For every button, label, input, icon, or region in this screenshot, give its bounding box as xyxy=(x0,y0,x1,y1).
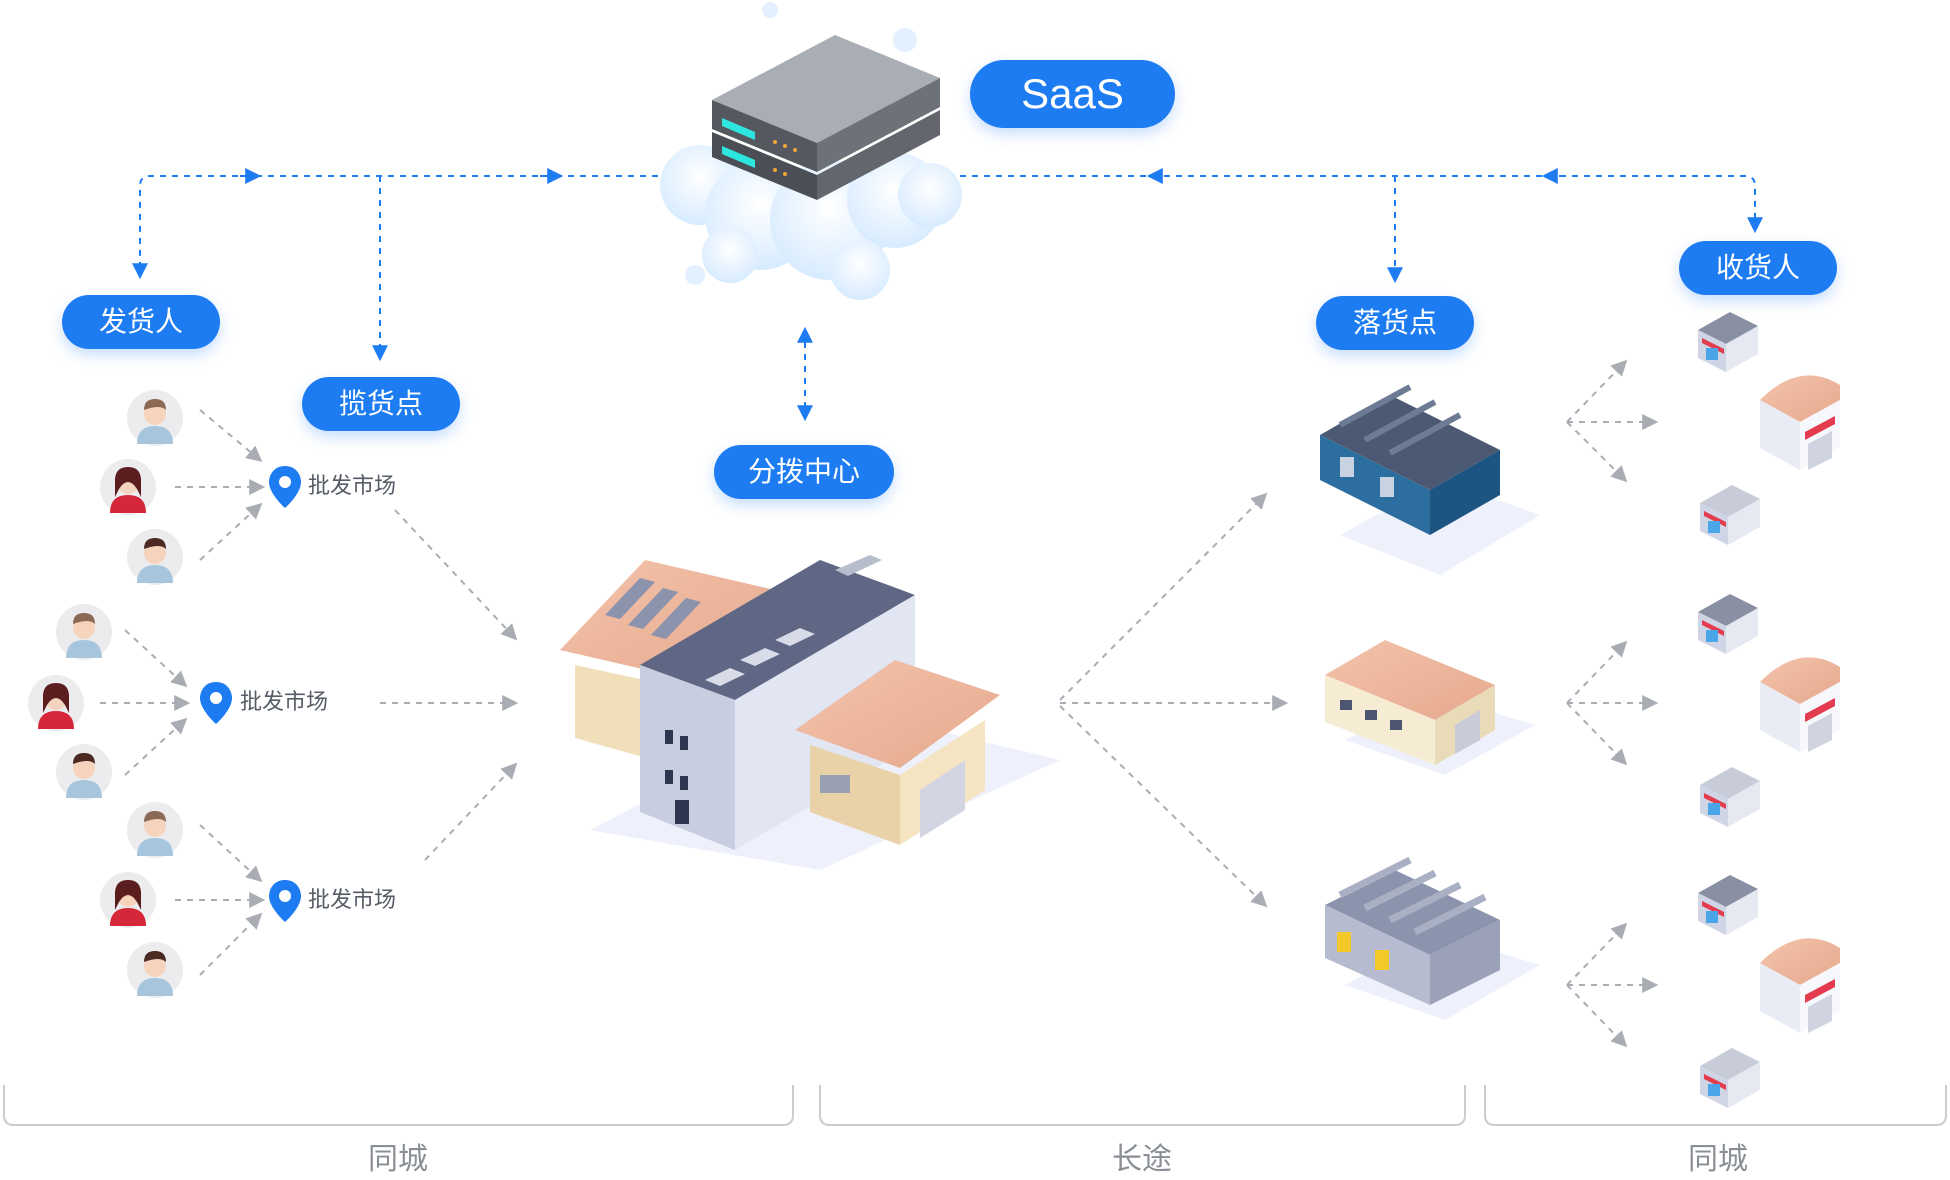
saas-network-lines xyxy=(132,168,1763,422)
shop-icon xyxy=(1760,375,1840,470)
saas-server-icon xyxy=(660,2,962,300)
warehouse-2-icon xyxy=(1325,640,1535,775)
shop-icon xyxy=(1760,657,1840,752)
location-pins xyxy=(200,466,301,922)
person-avatar-icon xyxy=(28,675,84,731)
person-avatar-icon xyxy=(100,872,156,928)
person-avatar-icon xyxy=(56,604,112,660)
location-pin-icon xyxy=(200,682,232,724)
shop-icon xyxy=(1698,594,1758,654)
shop-icon xyxy=(1698,875,1758,935)
location-pin-icon xyxy=(269,466,301,508)
person-avatar-icon xyxy=(127,390,183,446)
region-label-local-right: 同城 xyxy=(1688,1142,1748,1177)
shop-icon xyxy=(1760,938,1840,1033)
pickup-point-label: 揽货点 xyxy=(302,377,460,431)
person-avatar-icon xyxy=(100,459,156,515)
market-label: 批发市场 xyxy=(240,690,329,715)
shop-icon xyxy=(1698,312,1758,372)
person-avatar-icon xyxy=(127,529,183,585)
warehouse-1-icon xyxy=(1320,384,1540,575)
middle-flow-arrows xyxy=(1059,492,1289,908)
shop-icon xyxy=(1700,485,1760,545)
region-label-local-left: 同城 xyxy=(368,1142,428,1177)
person-avatar-icon xyxy=(127,942,183,998)
distribution-center-label: 分拨中心 xyxy=(714,445,894,499)
shipper-label: 发货人 xyxy=(62,295,220,349)
saas-label: SaaS xyxy=(970,60,1175,128)
receiver-shops xyxy=(1698,312,1840,1108)
location-pin-icon xyxy=(269,880,301,922)
warehouse-3-icon xyxy=(1325,856,1540,1020)
region-brackets xyxy=(3,1085,1947,1126)
receiver-label: 收货人 xyxy=(1679,241,1837,295)
right-flow-arrows xyxy=(1566,359,1659,1048)
distribution-center-building-icon xyxy=(560,555,1060,870)
shop-icon xyxy=(1700,1048,1760,1108)
market-label: 批发市场 xyxy=(308,888,397,913)
market-label: 批发市场 xyxy=(308,474,397,499)
person-avatar-icon xyxy=(127,802,183,858)
cloud-icon xyxy=(660,2,962,300)
region-label-long-distance: 长途 xyxy=(1112,1142,1172,1177)
dropoff-point-label: 落货点 xyxy=(1316,296,1474,350)
link-to-receiver xyxy=(960,175,1763,234)
person-avatar-icon xyxy=(56,744,112,800)
shop-icon xyxy=(1700,767,1760,827)
link-to-shipper xyxy=(132,175,670,280)
shipper-avatars xyxy=(28,390,183,998)
left-flow-arrows xyxy=(100,409,519,976)
